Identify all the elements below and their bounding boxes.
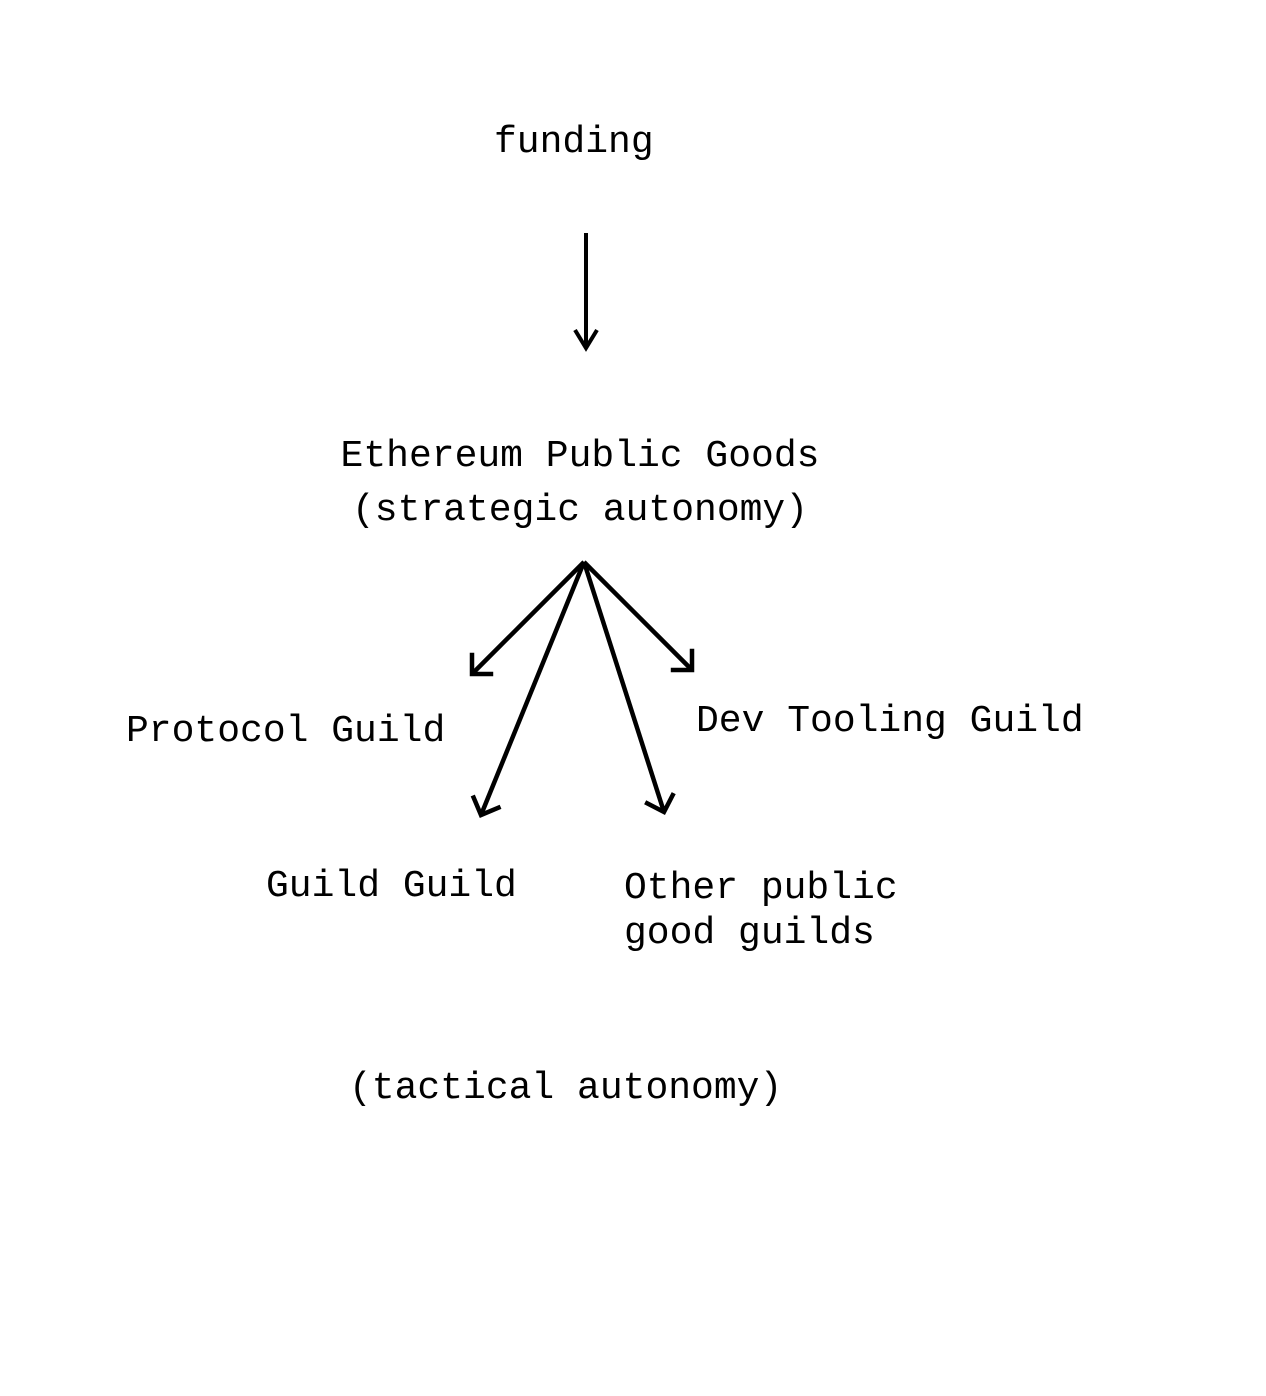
node-funding: funding — [494, 121, 654, 164]
node-other-public-good-guilds-line2: good guilds — [624, 912, 875, 955]
edge-epg-to-dev-tooling-guild — [582, 560, 695, 673]
node-ethereum-public-goods-title: Ethereum Public Goods — [340, 435, 820, 478]
node-other-public-good-guilds-line1: Other public — [624, 867, 898, 910]
node-dev-tooling-guild: Dev Tooling Guild — [696, 700, 1084, 743]
node-protocol-guild: Protocol Guild — [126, 710, 446, 753]
edge-epg-to-other-guilds — [581, 561, 676, 816]
edge-epg-to-protocol-guild — [469, 560, 586, 677]
note-tactical-autonomy: (tactical autonomy) — [349, 1067, 783, 1110]
node-ethereum-public-goods: Ethereum Public Goods (strategic autonom… — [341, 430, 820, 538]
node-guild-guild: Guild Guild — [266, 865, 517, 908]
node-ethereum-public-goods-subtitle: (strategic autonomy) — [351, 489, 809, 532]
edge-epg-to-guild-guild — [470, 561, 587, 818]
node-other-public-good-guilds: Other public good guilds — [624, 866, 898, 956]
